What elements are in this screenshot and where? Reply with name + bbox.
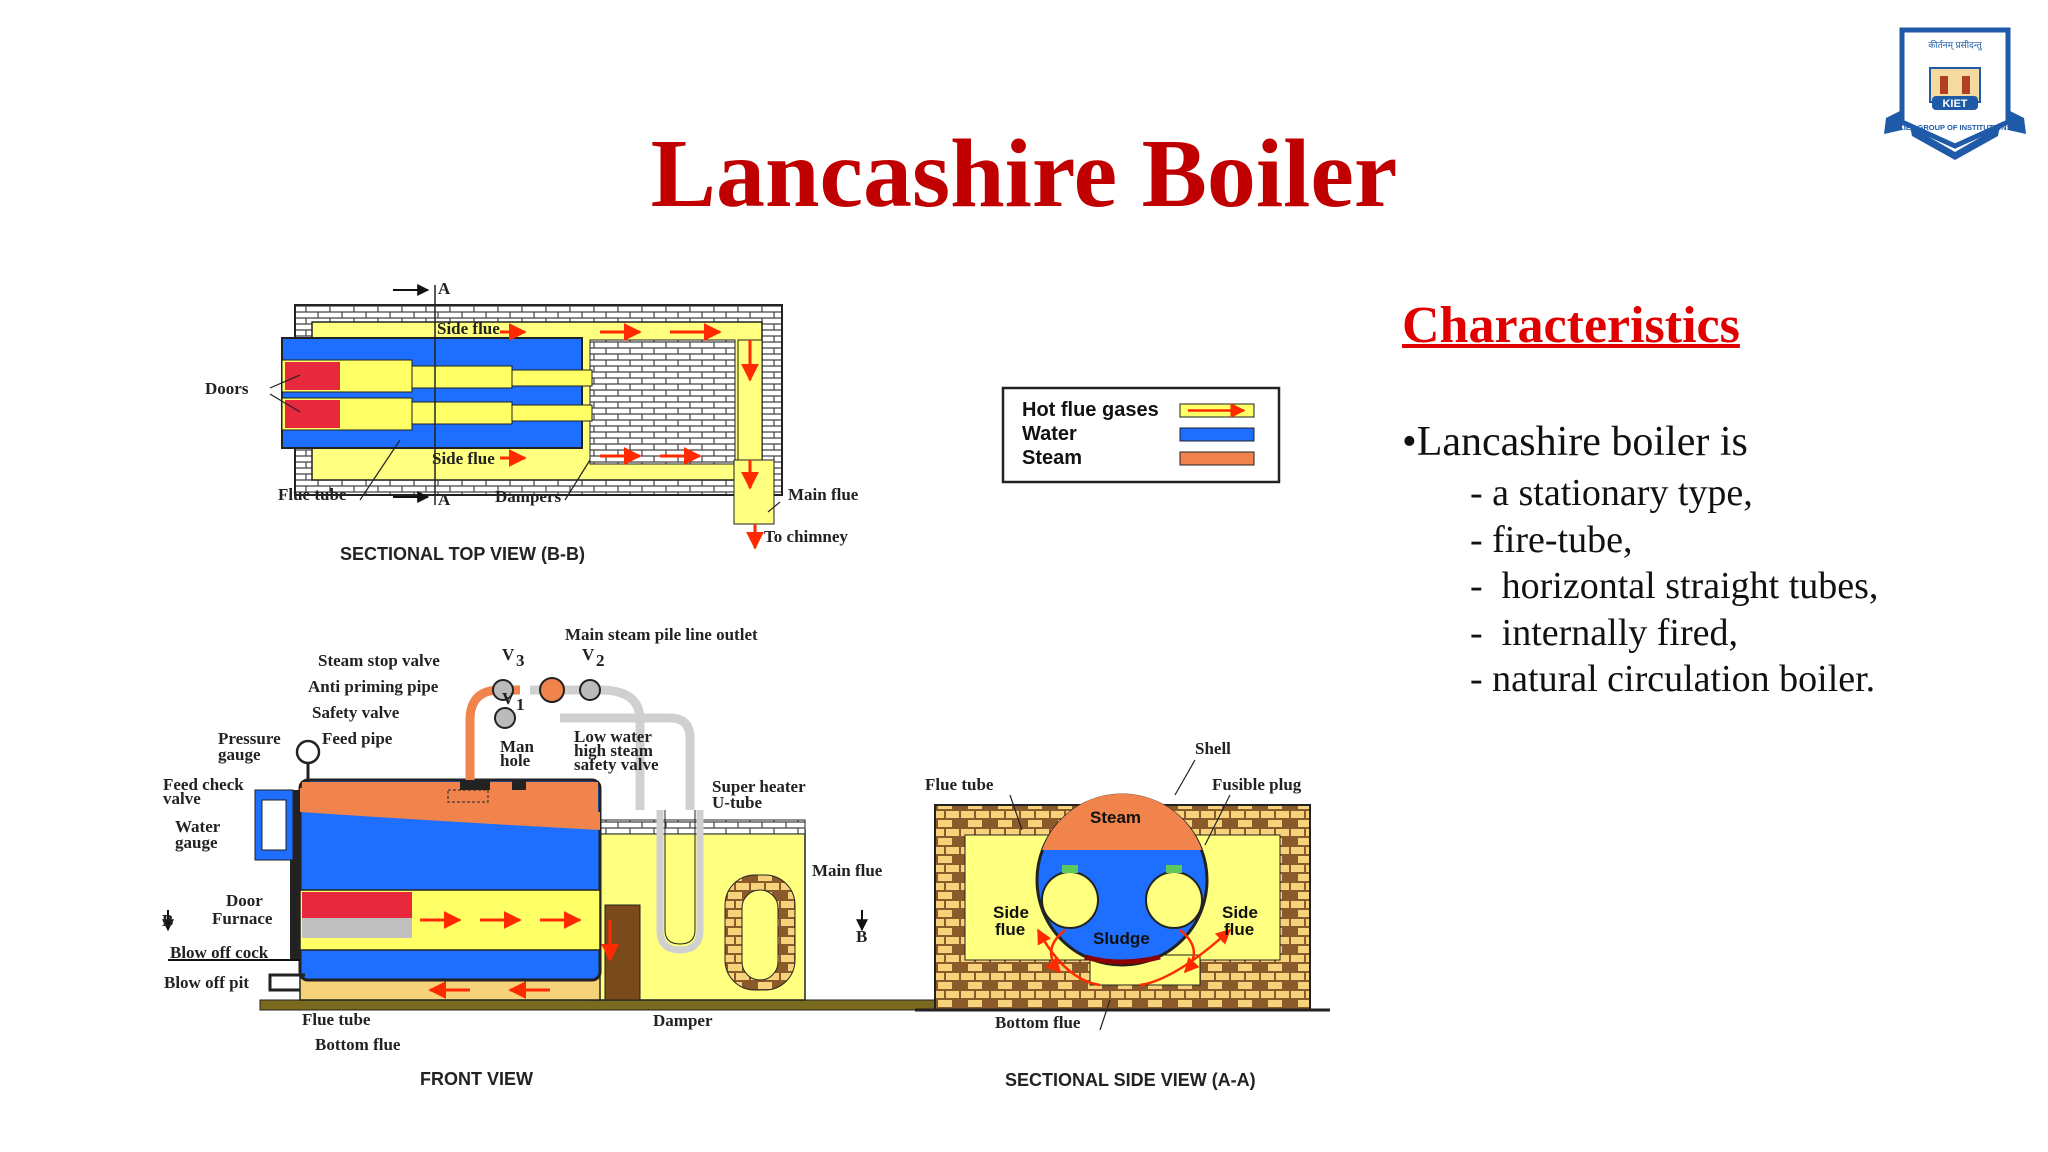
fusible-plug-label: Fusible plug <box>1212 775 1302 794</box>
list-item: - a stationary type, <box>1470 472 1753 514</box>
side-flue-bottom-label: Side flue <box>432 449 495 468</box>
pressure-gauge-label-2: gauge <box>218 745 261 764</box>
top-flue-tube-label: Flue tube <box>278 485 347 504</box>
list-item: - horizontal straight tubes, <box>1470 565 1879 607</box>
front-bottom-flue-label: Bottom flue <box>315 1035 401 1054</box>
list-item: - natural circulation boiler. <box>1470 658 1876 700</box>
doors-label: Doors <box>205 379 249 398</box>
pressure-gauge-label-1: Pressure <box>218 729 281 748</box>
side-flue-tube-label: Flue tube <box>925 775 994 794</box>
legend-label-steam: Steam <box>1022 447 1082 469</box>
front-view: Main steam pile line outlet Steam stop v… <box>162 625 1306 1089</box>
valve-v3-label: V <box>502 645 515 664</box>
main-steam-outlet-label: Main steam pile line outlet <box>565 625 758 644</box>
steam-stop-valve-label: Steam stop valve <box>318 651 440 670</box>
logo-badge: KIET <box>1942 98 1967 110</box>
section-b-right-label: B <box>856 927 867 946</box>
flue-tube-left <box>1041 871 1099 929</box>
legend: Hot flue gases Water Steam <box>1001 386 1281 484</box>
damper-label: Damper <box>653 1011 713 1030</box>
steam-stop-valve-icon <box>539 677 565 703</box>
blow-off-pit-label: Blow off pit <box>164 973 249 992</box>
valve-v1-label: V <box>502 689 515 708</box>
shell-top <box>281 337 583 449</box>
low-water-label-1: Low water <box>574 727 652 746</box>
side-flue-left-label-1: Side <box>993 903 1029 922</box>
anti-priming-pipe-label: Anti priming pipe <box>308 677 439 696</box>
steam-region-label: Steam <box>1090 808 1141 827</box>
sectional-top-view: A A Side flue Side flue Doors Flue tube … <box>205 279 859 564</box>
side-flue-left-label-2: flue <box>995 920 1025 939</box>
blow-off-cock-label: Blow off cock <box>170 943 269 962</box>
side-flue-right-label-2: flue <box>1224 920 1254 939</box>
man-hole-label-2: hole <box>500 751 531 770</box>
front-main-flue-label: Main flue <box>812 861 883 880</box>
characteristics-lead: •Lancashire boiler is <box>1402 419 1748 465</box>
characteristics-heading: Characteristics <box>1402 297 1740 354</box>
dampers-label: Dampers <box>495 487 561 506</box>
logo-ring-text: KIET GROUP OF INSTITUTIONS <box>1898 123 2011 132</box>
legend-label-hot-flue-gases: Hot flue gases <box>1022 399 1159 421</box>
valve-v2-icon <box>579 679 601 701</box>
water-gauge-label-1: Water <box>175 817 221 836</box>
front-view-caption: FRONT VIEW <box>420 1069 533 1089</box>
side-view-caption: SECTIONAL SIDE VIEW (A-A) <box>1005 1070 1256 1090</box>
shell-label: Shell <box>1195 739 1231 758</box>
super-heater-label-2: U-tube <box>712 793 763 812</box>
valve-v3-subscript: 3 <box>516 651 525 670</box>
furnace-label: Furnace <box>212 909 273 928</box>
superheater-u-tube <box>656 810 704 954</box>
front-flue-tube-label: Flue tube <box>302 1010 371 1029</box>
characteristics-list: - a stationary type, - fire-tube, - hori… <box>1470 470 1878 703</box>
door-label: Door <box>226 891 263 910</box>
valve-v3-icon <box>492 679 514 701</box>
man-hole-label-1: Man <box>500 737 535 756</box>
section-b-left-label: B <box>162 911 173 930</box>
side-flue-right-label-1: Side <box>1222 903 1258 922</box>
flue-tube-right <box>1145 871 1203 929</box>
sludge-label: Sludge <box>1093 929 1150 948</box>
low-water-label-2: high steam <box>574 741 653 760</box>
feed-pipe-label: Feed pipe <box>322 729 393 748</box>
valve-v2-subscript: 2 <box>596 651 605 670</box>
kiet-crest-icon: KIET कीर्तनम् प्रसीदन्तु KIET GROUP OF I… <box>1884 27 2026 160</box>
low-water-label-3: safety valve <box>574 755 659 774</box>
legend-label-water: Water <box>1022 423 1077 445</box>
list-item: - internally fired, <box>1470 611 1739 654</box>
legend-swatch-steam <box>1179 451 1255 466</box>
feed-check-valve-label-2: valve <box>163 789 201 808</box>
logo-motto: कीर्तनम् प्रसीदन्तु <box>1928 39 1982 51</box>
valve-v2-label: V <box>582 645 595 664</box>
to-chimney-label: To chimney <box>764 527 848 546</box>
top-view-caption: SECTIONAL TOP VIEW (B-B) <box>340 544 585 564</box>
side-bottom-flue-label: Bottom flue <box>995 1013 1081 1032</box>
side-flue-top-label: Side flue <box>437 319 500 338</box>
valve-v1-subscript: 1 <box>516 695 525 714</box>
top-main-flue-label: Main flue <box>788 485 859 504</box>
water-gauge-label-2: gauge <box>175 833 218 852</box>
super-heater-label-1: Super heater <box>712 777 806 796</box>
sectional-side-view: Shell Flue tube Fusible plug Steam Side … <box>915 739 1330 1090</box>
pressure-gauge-icon <box>295 739 321 765</box>
section-a-bottom-label: A <box>438 490 451 509</box>
safety-valve-label: Safety valve <box>312 703 400 722</box>
section-a-top-label: A <box>438 279 451 298</box>
slide-title: Lancashire Boiler <box>650 120 1398 228</box>
feed-check-valve-label-1: Feed check <box>163 775 244 794</box>
end-brickwork <box>589 339 736 465</box>
list-item: - fire-tube, <box>1470 518 1633 561</box>
legend-swatch-water <box>1179 427 1255 442</box>
valve-v1-icon <box>494 707 516 729</box>
